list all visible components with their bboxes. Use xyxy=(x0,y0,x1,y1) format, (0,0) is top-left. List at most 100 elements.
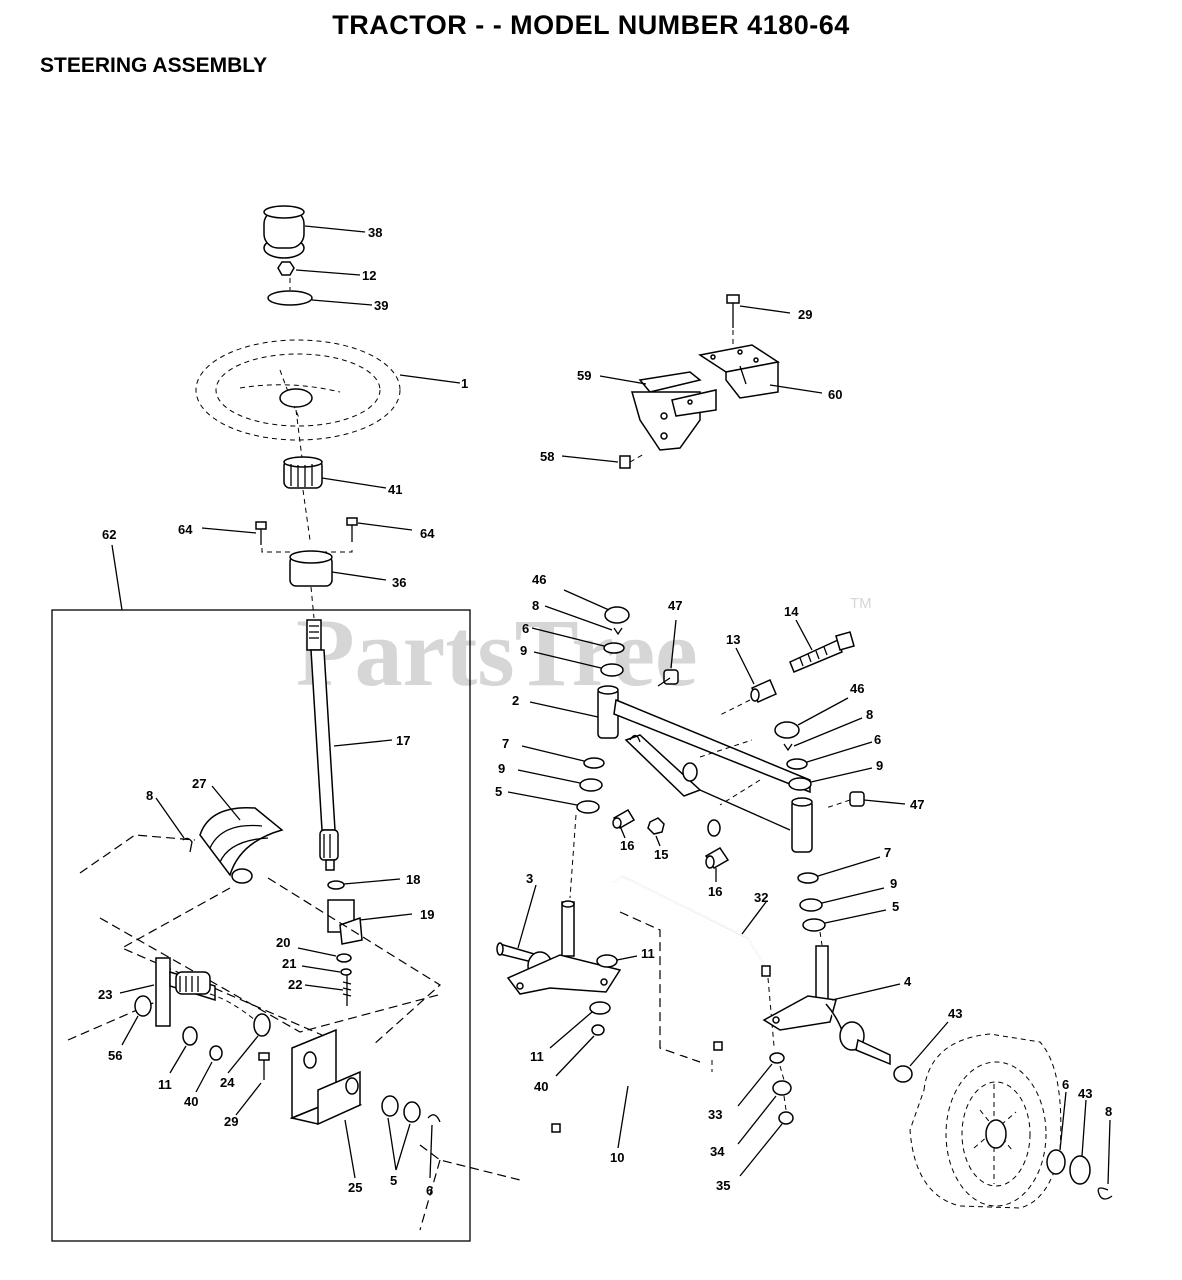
callout-8-b: 8 xyxy=(866,707,873,722)
callout-15: 15 xyxy=(654,847,668,862)
leader-62 xyxy=(111,544,123,611)
bracket-60 xyxy=(698,344,780,399)
screw-58 xyxy=(619,453,645,469)
washer-6-a xyxy=(603,642,625,654)
steering-shaft-23 xyxy=(155,957,256,1027)
callout-47-a: 47 xyxy=(668,598,682,613)
callout-33: 33 xyxy=(708,1107,722,1122)
callout-16-a: 16 xyxy=(620,838,634,853)
spindle-3 xyxy=(496,814,622,995)
callout-21: 21 xyxy=(282,956,296,971)
callout-9-c: 9 xyxy=(498,761,505,776)
screw-64-left xyxy=(255,521,267,545)
washer-9-d xyxy=(799,898,823,912)
callout-11-c: 11 xyxy=(530,1049,544,1064)
callout-46-b: 46 xyxy=(850,681,864,696)
front-tire xyxy=(909,1033,1062,1209)
washer-6-b xyxy=(786,758,808,770)
screw-64-right xyxy=(346,517,358,542)
callout-18: 18 xyxy=(406,872,420,887)
tie-rod-10 xyxy=(546,1034,723,1133)
washer-33 xyxy=(769,1052,785,1064)
callout-38: 38 xyxy=(368,225,382,240)
kit-62-box xyxy=(51,609,471,1242)
washer-40-b xyxy=(591,1024,605,1036)
callout-22: 22 xyxy=(288,977,302,992)
callout-11-b: 11 xyxy=(641,946,655,961)
ring-11 xyxy=(182,1026,198,1046)
callout-5-a: 5 xyxy=(495,784,502,799)
callout-5-b: 5 xyxy=(892,899,899,914)
cap-46-a xyxy=(604,606,630,624)
callout-47-b: 47 xyxy=(910,797,924,812)
washer-34 xyxy=(772,1080,792,1096)
clip-6 xyxy=(427,1114,441,1123)
callout-8-d: 8 xyxy=(1105,1104,1112,1119)
callout-34: 34 xyxy=(710,1144,725,1159)
washer-9-a xyxy=(600,663,624,677)
bushing-36 xyxy=(289,550,333,587)
drag-link-32 xyxy=(613,875,771,977)
callout-9-b: 9 xyxy=(876,758,883,773)
washer-7-a xyxy=(583,757,605,769)
callout-43-a: 43 xyxy=(948,1006,962,1021)
callout-41: 41 xyxy=(388,482,402,497)
callout-9-a: 9 xyxy=(520,643,527,658)
callout-29-top: 29 xyxy=(798,307,812,322)
washer-5-d xyxy=(802,918,826,932)
callout-64-right: 64 xyxy=(420,526,435,541)
callout-32: 32 xyxy=(754,890,768,905)
fitting-47-a xyxy=(663,619,679,685)
pinion-19 xyxy=(327,899,363,945)
callout-56: 56 xyxy=(108,1048,122,1063)
callout-16-b: 16 xyxy=(708,884,722,899)
callout-8-a: 8 xyxy=(532,598,539,613)
callout-40-a: 40 xyxy=(184,1094,198,1109)
steering-cap xyxy=(263,205,305,259)
callout-6-c: 6 xyxy=(426,1183,433,1198)
screw-29 xyxy=(258,1052,270,1080)
section-title: STEERING ASSEMBLY xyxy=(40,54,268,77)
spindle-4 xyxy=(762,931,891,1066)
callout-23: 23 xyxy=(98,987,112,1002)
washer-39 xyxy=(267,290,313,306)
callout-62: 62 xyxy=(102,527,116,542)
washer-43-b xyxy=(1069,1155,1091,1185)
page-title: TRACTOR - - MODEL NUMBER 4180-64 xyxy=(332,10,850,40)
washer-7-b xyxy=(797,872,819,884)
washer-9-b xyxy=(788,777,812,791)
clip-8-b xyxy=(783,743,793,752)
nut-12 xyxy=(277,261,295,276)
fitting-47-b xyxy=(849,791,865,807)
callout-7-a: 7 xyxy=(502,736,509,751)
spacer-13 xyxy=(750,679,777,703)
callout-43-b: 43 xyxy=(1078,1086,1092,1101)
bolt-14 xyxy=(789,631,855,673)
callout-14: 14 xyxy=(784,604,799,619)
washer-21 xyxy=(340,968,352,976)
washer-5-c xyxy=(576,800,600,814)
washer-43-a xyxy=(893,1065,913,1083)
callout-19: 19 xyxy=(420,907,434,922)
callout-39: 39 xyxy=(374,298,388,313)
callout-11-a: 11 xyxy=(158,1077,172,1092)
bracket-59 xyxy=(631,371,717,451)
bolt-22 xyxy=(342,975,352,1006)
support-bracket-25 xyxy=(289,1028,363,1126)
washer-6-d xyxy=(1046,1149,1066,1175)
cap-46-b xyxy=(774,721,800,739)
pin-16-b xyxy=(704,847,730,869)
callout-6-b: 6 xyxy=(874,732,881,747)
ring-11-c xyxy=(589,1001,611,1015)
callout-46-a: 46 xyxy=(532,572,546,587)
clip-8-a xyxy=(613,627,623,636)
callout-7-b: 7 xyxy=(884,845,891,860)
callout-59: 59 xyxy=(577,368,591,383)
callout-6-a: 6 xyxy=(522,621,529,636)
ring-11-b xyxy=(596,954,618,968)
callout-25: 25 xyxy=(348,1180,362,1195)
spindle-housing-right xyxy=(791,797,813,853)
watermark-text: PartsTree xyxy=(296,599,698,706)
callout-29-b: 29 xyxy=(224,1114,238,1129)
